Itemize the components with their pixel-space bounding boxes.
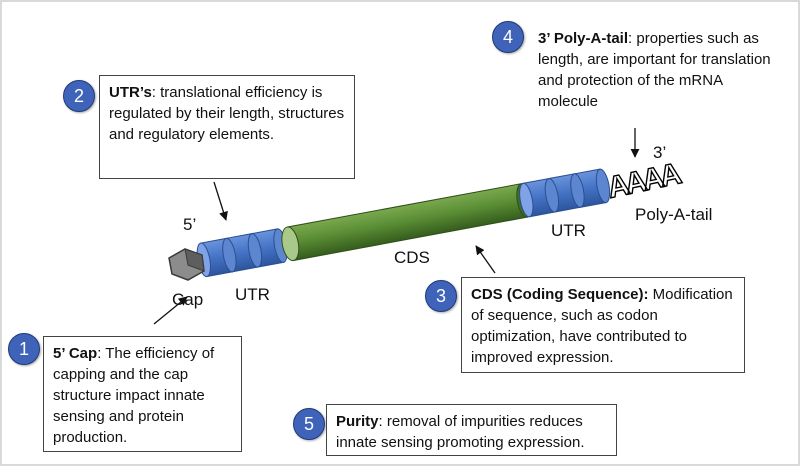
callout-cap-title: 5’ Cap bbox=[53, 345, 98, 362]
five-prime-label: 5’ bbox=[183, 215, 197, 234]
badge-3: 3 bbox=[425, 280, 457, 312]
cds-label: CDS bbox=[394, 248, 430, 267]
arrow-utr bbox=[213, 181, 228, 221]
polya-letters: AAAA bbox=[605, 157, 684, 205]
arrow-cap bbox=[153, 296, 188, 325]
callout-purity: Purity: removal of impurities reduces in… bbox=[326, 404, 617, 456]
callout-cap: 5’ Cap: The efficiency of capping and th… bbox=[43, 336, 242, 452]
callout-cds-text: Modification of sequence, such as codon … bbox=[471, 286, 733, 366]
badge-2: 2 bbox=[63, 80, 95, 112]
callout-utr-text: : translational efficiency is regulated … bbox=[109, 84, 345, 143]
right-utr-segments bbox=[519, 168, 611, 218]
badge-1: 1 bbox=[8, 333, 40, 365]
callout-utr: UTR’s: translational efficiency is regul… bbox=[99, 75, 355, 179]
polya-label: Poly-A-tail bbox=[635, 205, 713, 224]
arrow-cds bbox=[475, 245, 496, 274]
cap-label: Cap bbox=[172, 290, 204, 309]
callout-polya-text: : properties such as length, are importa… bbox=[538, 30, 771, 110]
callout-cap-text: : The efficiency of capping and the cap … bbox=[53, 345, 215, 446]
callout-polya-title: 3’ Poly-A-tail bbox=[538, 30, 629, 47]
callout-purity-title: Purity bbox=[336, 413, 379, 430]
badge-4: 4 bbox=[492, 21, 524, 53]
callout-polya: 3’ Poly-A-tail: properties such as lengt… bbox=[529, 22, 788, 116]
callout-cds: CDS (Coding Sequence): Modification of s… bbox=[461, 277, 745, 373]
utr-left-label: UTR bbox=[235, 285, 270, 304]
callout-utr-title: UTR’s bbox=[109, 84, 152, 101]
badge-5: 5 bbox=[293, 408, 325, 440]
callout-cds-title: CDS (Coding Sequence): bbox=[471, 286, 649, 303]
utr-right-label: UTR bbox=[551, 221, 586, 240]
left-utr-segments bbox=[196, 228, 288, 278]
three-prime-label: 3’ bbox=[653, 143, 667, 162]
callout-purity-text: : removal of impurities reduces innate s… bbox=[336, 413, 585, 451]
